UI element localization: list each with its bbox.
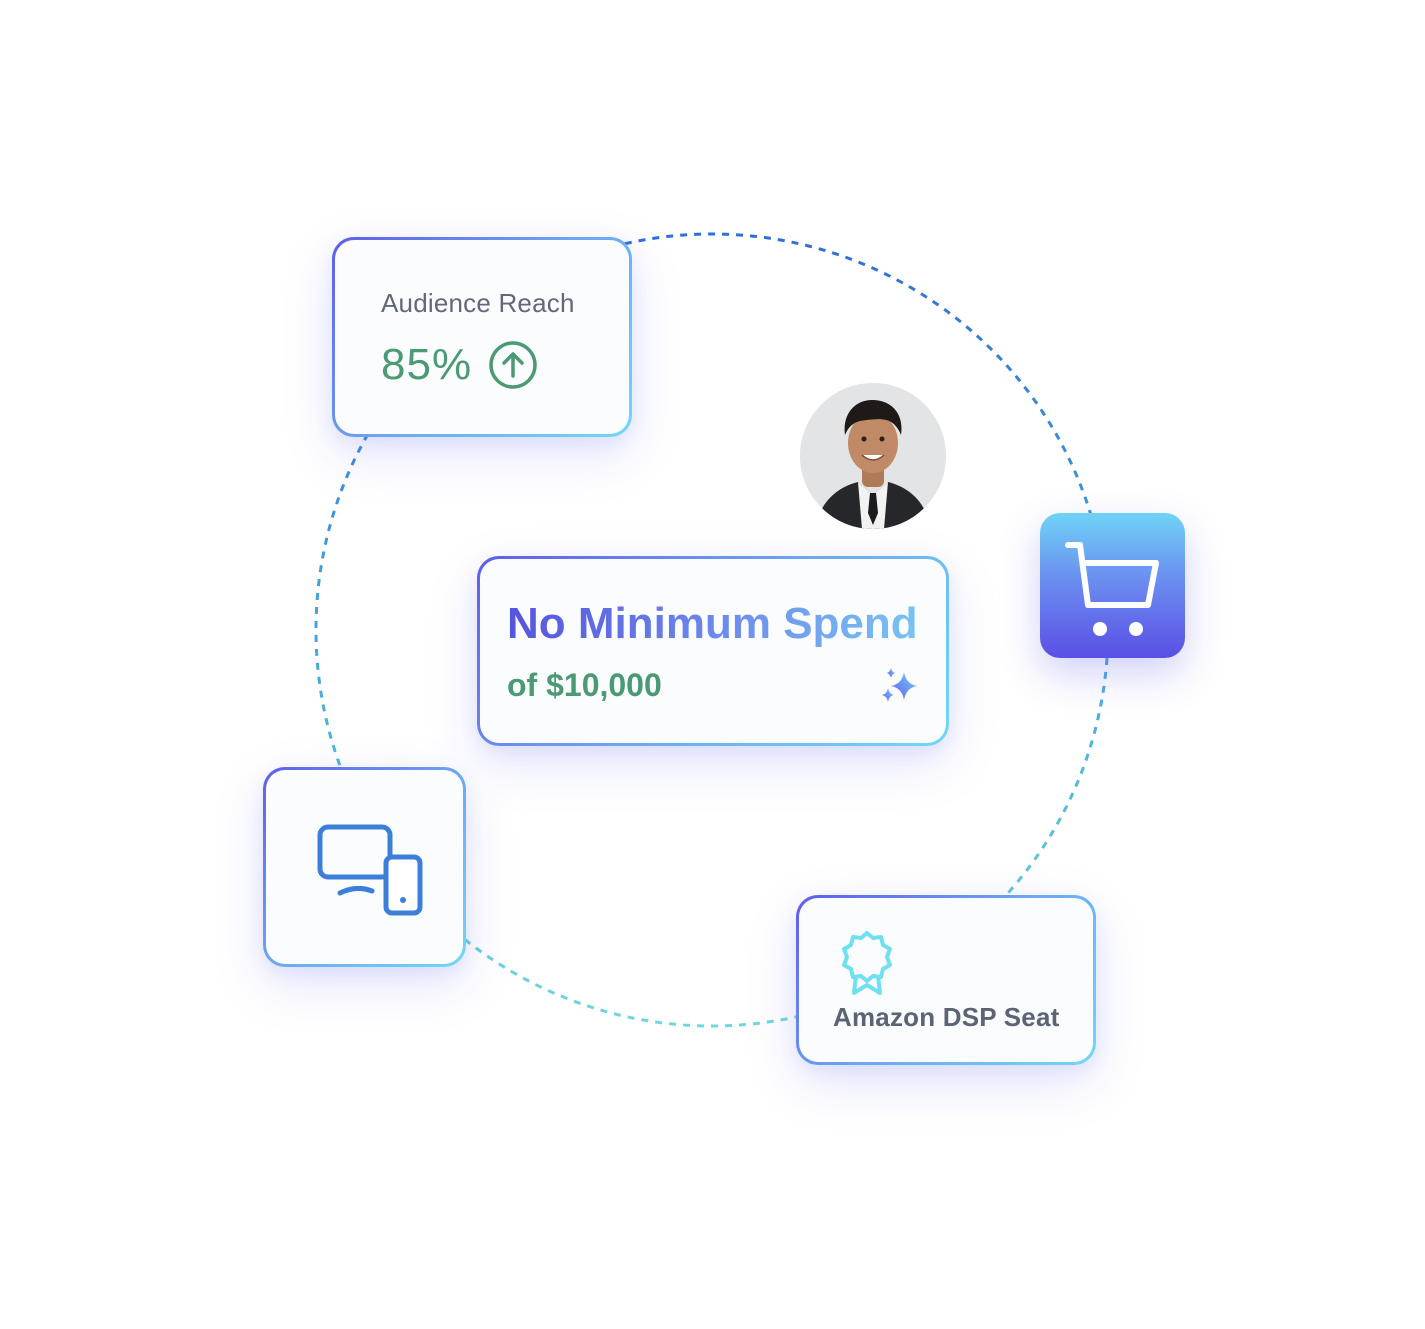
award-ribbon-icon [839,930,895,1001]
spend-title: No Minimum Spend [507,599,918,648]
amazon-dsp-seat-card: Amazon DSP Seat [796,895,1096,1065]
audience-reach-label: Audience Reach [381,288,575,318]
avatar [800,383,946,529]
sparkles-icon [877,666,921,711]
audience-reach-value: 85% [381,340,473,389]
devices-card [263,767,466,967]
arrow-up-circle-icon [488,340,538,395]
shopping-cart-icon [1065,542,1159,636]
audience-reach-card: Audience Reach 85% [332,237,632,437]
no-minimum-spend-card: No Minimum Spend of $10,000 [477,556,949,746]
shopping-cart-tile [1040,513,1185,658]
spend-subtitle: of $10,000 [507,667,662,703]
monitor-and-phone-icon [316,823,426,923]
amazon-dsp-seat-label: Amazon DSP Seat [833,1002,1060,1032]
